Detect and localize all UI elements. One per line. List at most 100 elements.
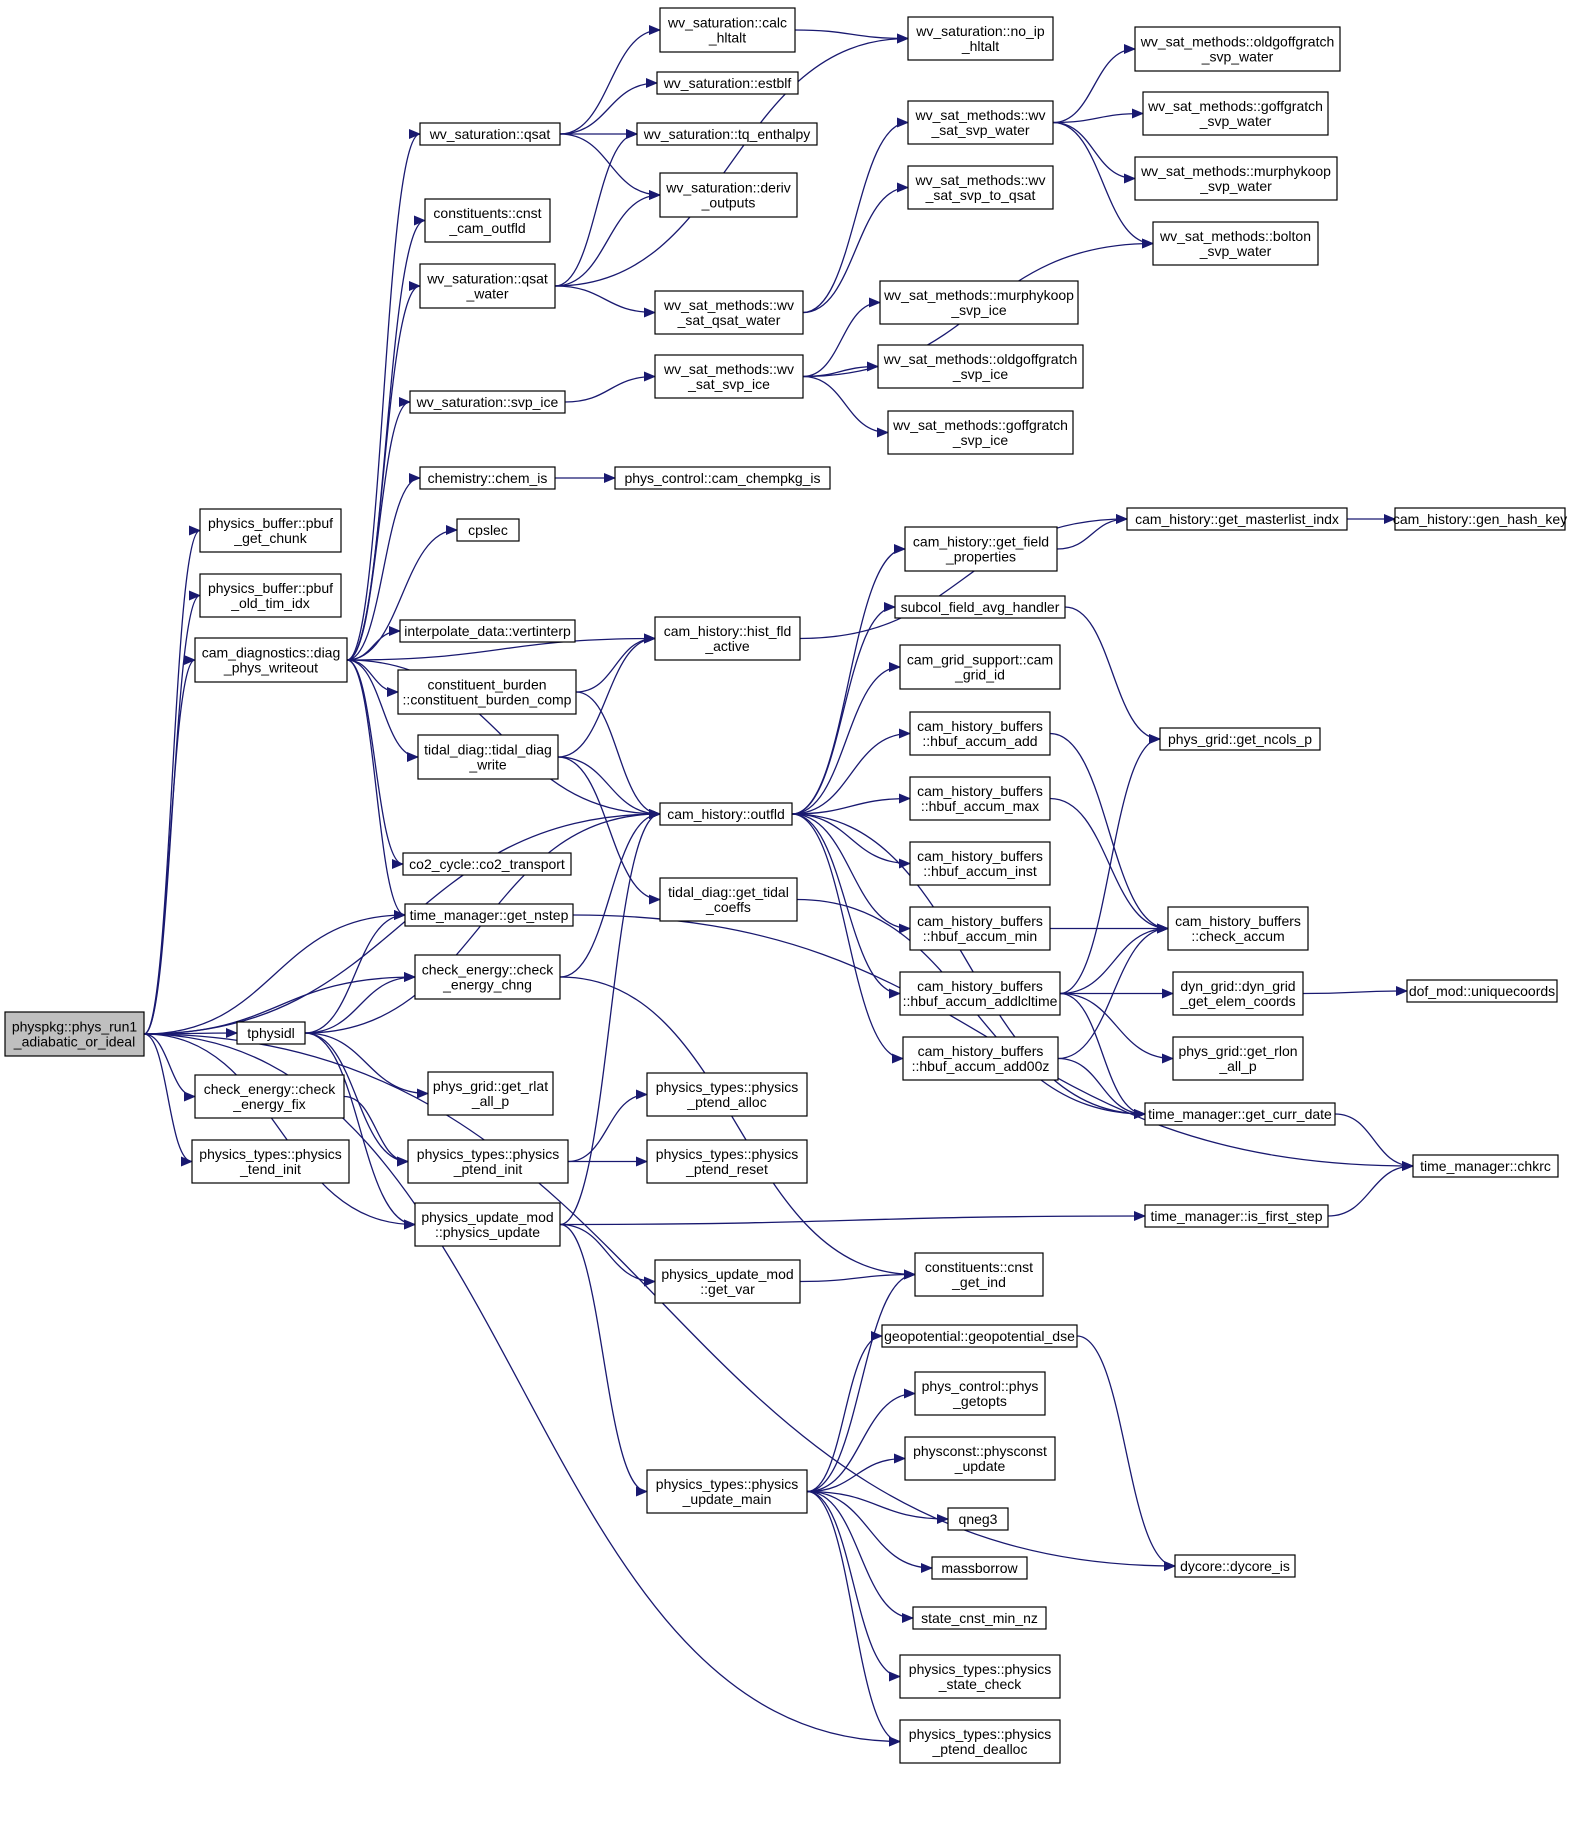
node-cam-grid-id[interactable]: cam_grid_support::cam_grid_id (899, 644, 1061, 690)
node-calc-hltalt[interactable]: wv_saturation::calc_hltalt (659, 7, 796, 53)
node-label-line: _phys_writeout (223, 660, 318, 676)
node-hbuf-accum-addlcltime[interactable]: cam_history_buffers::hbuf_accum_addlclti… (899, 971, 1061, 1016)
node-label-line: _coeffs (705, 899, 751, 915)
node-check-accum[interactable]: cam_history_buffers::check_accum (1167, 906, 1309, 951)
node-estblf[interactable]: wv_saturation::estblf (656, 71, 799, 95)
node-get-ncols-p[interactable]: phys_grid::get_ncols_p (1159, 727, 1321, 751)
node-get-nstep[interactable]: time_manager::get_nstep (404, 903, 574, 927)
node-tidal-diag-write[interactable]: tidal_diag::tidal_diag_write (417, 734, 559, 780)
node-dyn-grid-get-elem-coords[interactable]: dyn_grid::dyn_grid_get_elem_coords (1172, 971, 1304, 1016)
node-box (881, 1324, 1078, 1348)
node-get-rlat-all-p[interactable]: phys_grid::get_rlat_all_p (427, 1071, 554, 1116)
edge-update_main-to-qneg3 (806, 1490, 949, 1524)
node-ptend-alloc[interactable]: physics_types::physics_ptend_alloc (646, 1072, 808, 1117)
node-murphykoop-svp-water[interactable]: wv_sat_methods::murphykoop_svp_water (1134, 156, 1338, 201)
node-box (407, 1139, 569, 1184)
node-vertinterp[interactable]: interpolate_data::vertinterp (399, 619, 576, 643)
node-check-energy-chng[interactable]: check_energy::check_energy_chng (414, 954, 561, 1000)
node-ptend-dealloc[interactable]: physics_types::physics_ptend_dealloc (899, 1719, 1061, 1764)
node-constituent-burden-comp[interactable]: constituent_burden::constituent_burden_c… (397, 669, 577, 715)
node-tphysidl[interactable]: tphysidl (236, 1021, 306, 1045)
node-hbuf-accum-add[interactable]: cam_history_buffers::hbuf_accum_add (909, 711, 1051, 756)
node-chkrc[interactable]: time_manager::chkrc (1412, 1154, 1559, 1178)
node-hbuf-accum-inst[interactable]: cam_history_buffers::hbuf_accum_inst (909, 841, 1051, 886)
edge-diag_phys_writeout-to-qsat_water (346, 281, 421, 661)
node-goffgratch-svp-ice[interactable]: wv_sat_methods::goffgratch_svp_ice (887, 410, 1074, 455)
node-cnst-cam-outfld[interactable]: constituents::cnst_cam_outfld (424, 198, 551, 243)
node-box (947, 1507, 1009, 1531)
node-physics-update[interactable]: physics_update_mod::physics_update (414, 1202, 561, 1247)
node-box (877, 344, 1084, 389)
node-physics-ptend-init[interactable]: physics_types::physics_ptend_init (407, 1139, 569, 1184)
node-physconst-update[interactable]: physconst::physconst_update (904, 1436, 1056, 1481)
node-dycore-is[interactable]: dycore::dycore_is (1174, 1554, 1296, 1578)
node-get-var[interactable]: physics_update_mod::get_var (654, 1259, 801, 1304)
node-label-line: cam_history_buffers (917, 783, 1043, 799)
node-murphykoop-svp-ice[interactable]: wv_sat_methods::murphykoop_svp_ice (879, 280, 1079, 325)
node-wv-sat-svp-ice[interactable]: wv_sat_methods::wv_sat_svp_ice (654, 354, 804, 399)
node-tq-enthalpy[interactable]: wv_saturation::tq_enthalpy (636, 122, 818, 146)
node-wv-sat-svp-to-qsat[interactable]: wv_sat_methods::wv_sat_svp_to_qsat (907, 165, 1054, 210)
node-label-line: ::check_accum (1191, 928, 1284, 944)
node-wv-sat-qsat-water[interactable]: wv_sat_methods::wv_sat_qsat_water (654, 290, 804, 335)
node-label-line: _outputs (701, 195, 756, 211)
node-qsat[interactable]: wv_saturation::qsat (419, 122, 561, 146)
node-is-first-step[interactable]: time_manager::is_first_step (1144, 1204, 1329, 1228)
node-box (419, 466, 556, 490)
node-qsat-water[interactable]: wv_saturation::qsat_water (419, 263, 556, 309)
node-chem-is[interactable]: chemistry::chem_is (419, 466, 556, 490)
edge-outfld-to-hbuf_accum_add00z (791, 813, 904, 1064)
node-goffgratch-svp-water[interactable]: wv_sat_methods::goffgratch_svp_water (1142, 91, 1329, 136)
node-cnst-get-ind[interactable]: constituents::cnst_get_ind (914, 1252, 1044, 1297)
node-cpslec[interactable]: cpslec (456, 518, 520, 542)
node-hbuf-accum-max[interactable]: cam_history_buffers::hbuf_accum_max (909, 776, 1051, 821)
node-label-line: wv_sat_methods::murphykoop (883, 287, 1074, 303)
node-label-line: wv_saturation::svp_ice (416, 394, 559, 410)
node-box (194, 637, 348, 683)
node-label-line: _properties (945, 549, 1016, 565)
node-update-main[interactable]: physics_types::physics_update_main (646, 1469, 808, 1514)
node-state-cnst-min-nz[interactable]: state_cnst_min_nz (912, 1606, 1047, 1630)
node-hbuf-accum-min[interactable]: cam_history_buffers::hbuf_accum_min (909, 906, 1051, 951)
node-ptend-reset[interactable]: physics_types::physics_ptend_reset (646, 1139, 808, 1184)
node-box (659, 877, 798, 922)
node-massborrow[interactable]: massborrow (931, 1556, 1028, 1580)
node-get-masterlist-indx[interactable]: cam_history::get_masterlist_indx (1126, 507, 1348, 531)
edge-diag_phys_writeout-to-cnst_cam_outfld (346, 215, 426, 661)
node-outfld[interactable]: cam_history::outfld (659, 802, 793, 826)
node-physics-state-check[interactable]: physics_types::physics_state_check (899, 1654, 1061, 1699)
node-physics-tend-init[interactable]: physics_types::physics_tend_init (191, 1139, 350, 1184)
node-label-line: ::hbuf_accum_min (923, 928, 1037, 944)
node-root[interactable]: physpkg::phys_run1_adiabatic_or_ideal (4, 1011, 145, 1057)
node-box (1144, 1102, 1336, 1126)
node-get-field-properties[interactable]: cam_history::get_field_properties (904, 526, 1058, 572)
node-get-tidal-coeffs[interactable]: tidal_diag::get_tidal_coeffs (659, 877, 798, 922)
edge-tphysidl-to-physics_update (304, 1032, 416, 1230)
node-gen-hash-key[interactable]: cam_history::gen_hash_key (1393, 507, 1567, 531)
node-diag-phys-writeout[interactable]: cam_diagnostics::diag_phys_writeout (194, 637, 348, 683)
node-no-ip-hltalt[interactable]: wv_saturation::no_ip_hltalt (907, 16, 1054, 61)
node-get-curr-date[interactable]: time_manager::get_curr_date (1144, 1102, 1336, 1126)
node-oldgoffgratch-svp-ice[interactable]: wv_sat_methods::oldgoffgratch_svp_ice (877, 344, 1084, 389)
node-oldgoffgratch-svp-water[interactable]: wv_sat_methods::oldgoffgratch_svp_water (1134, 26, 1341, 72)
node-bolton-svp-water[interactable]: wv_sat_methods::bolton_svp_water (1152, 221, 1319, 266)
node-geopotential-dse[interactable]: geopotential::geopotential_dse (881, 1324, 1078, 1348)
node-svp-ice[interactable]: wv_saturation::svp_ice (409, 390, 566, 414)
node-wv-sat-svp-water[interactable]: wv_sat_methods::wv_sat_svp_water (907, 100, 1054, 145)
node-uniquecoords[interactable]: dof_mod::uniquecoords (1406, 979, 1558, 1003)
node-get-rlon-all-p[interactable]: phys_grid::get_rlon_all_p (1172, 1036, 1304, 1081)
node-label-line: wv_sat_methods::oldgoffgratch (1140, 34, 1335, 50)
node-deriv-outputs[interactable]: wv_saturation::deriv_outputs (659, 172, 798, 218)
node-hist-fld-active[interactable]: cam_history::hist_fld_active (654, 616, 801, 661)
node-label-line: _svp_water (1199, 243, 1272, 259)
node-subcol-field-avg-handler[interactable]: subcol_field_avg_handler (894, 595, 1066, 619)
node-phys-getopts[interactable]: phys_control::phys_getopts (914, 1371, 1046, 1416)
node-pbuf-get-chunk[interactable]: physics_buffer::pbuf_get_chunk (199, 508, 342, 553)
node-check-energy-fix[interactable]: check_energy::check_energy_fix (194, 1074, 345, 1119)
node-pbuf-old-tim-idx[interactable]: physics_buffer::pbuf_old_tim_idx (199, 573, 342, 618)
node-hbuf-accum-add00z[interactable]: cam_history_buffers::hbuf_accum_add00z (902, 1036, 1059, 1081)
node-qneg3[interactable]: qneg3 (947, 1507, 1009, 1531)
node-cam-chempkg-is[interactable]: phys_control::cam_chempkg_is (614, 466, 831, 490)
node-box (894, 595, 1066, 619)
node-co2-transport[interactable]: co2_cycle::co2_transport (402, 852, 572, 876)
